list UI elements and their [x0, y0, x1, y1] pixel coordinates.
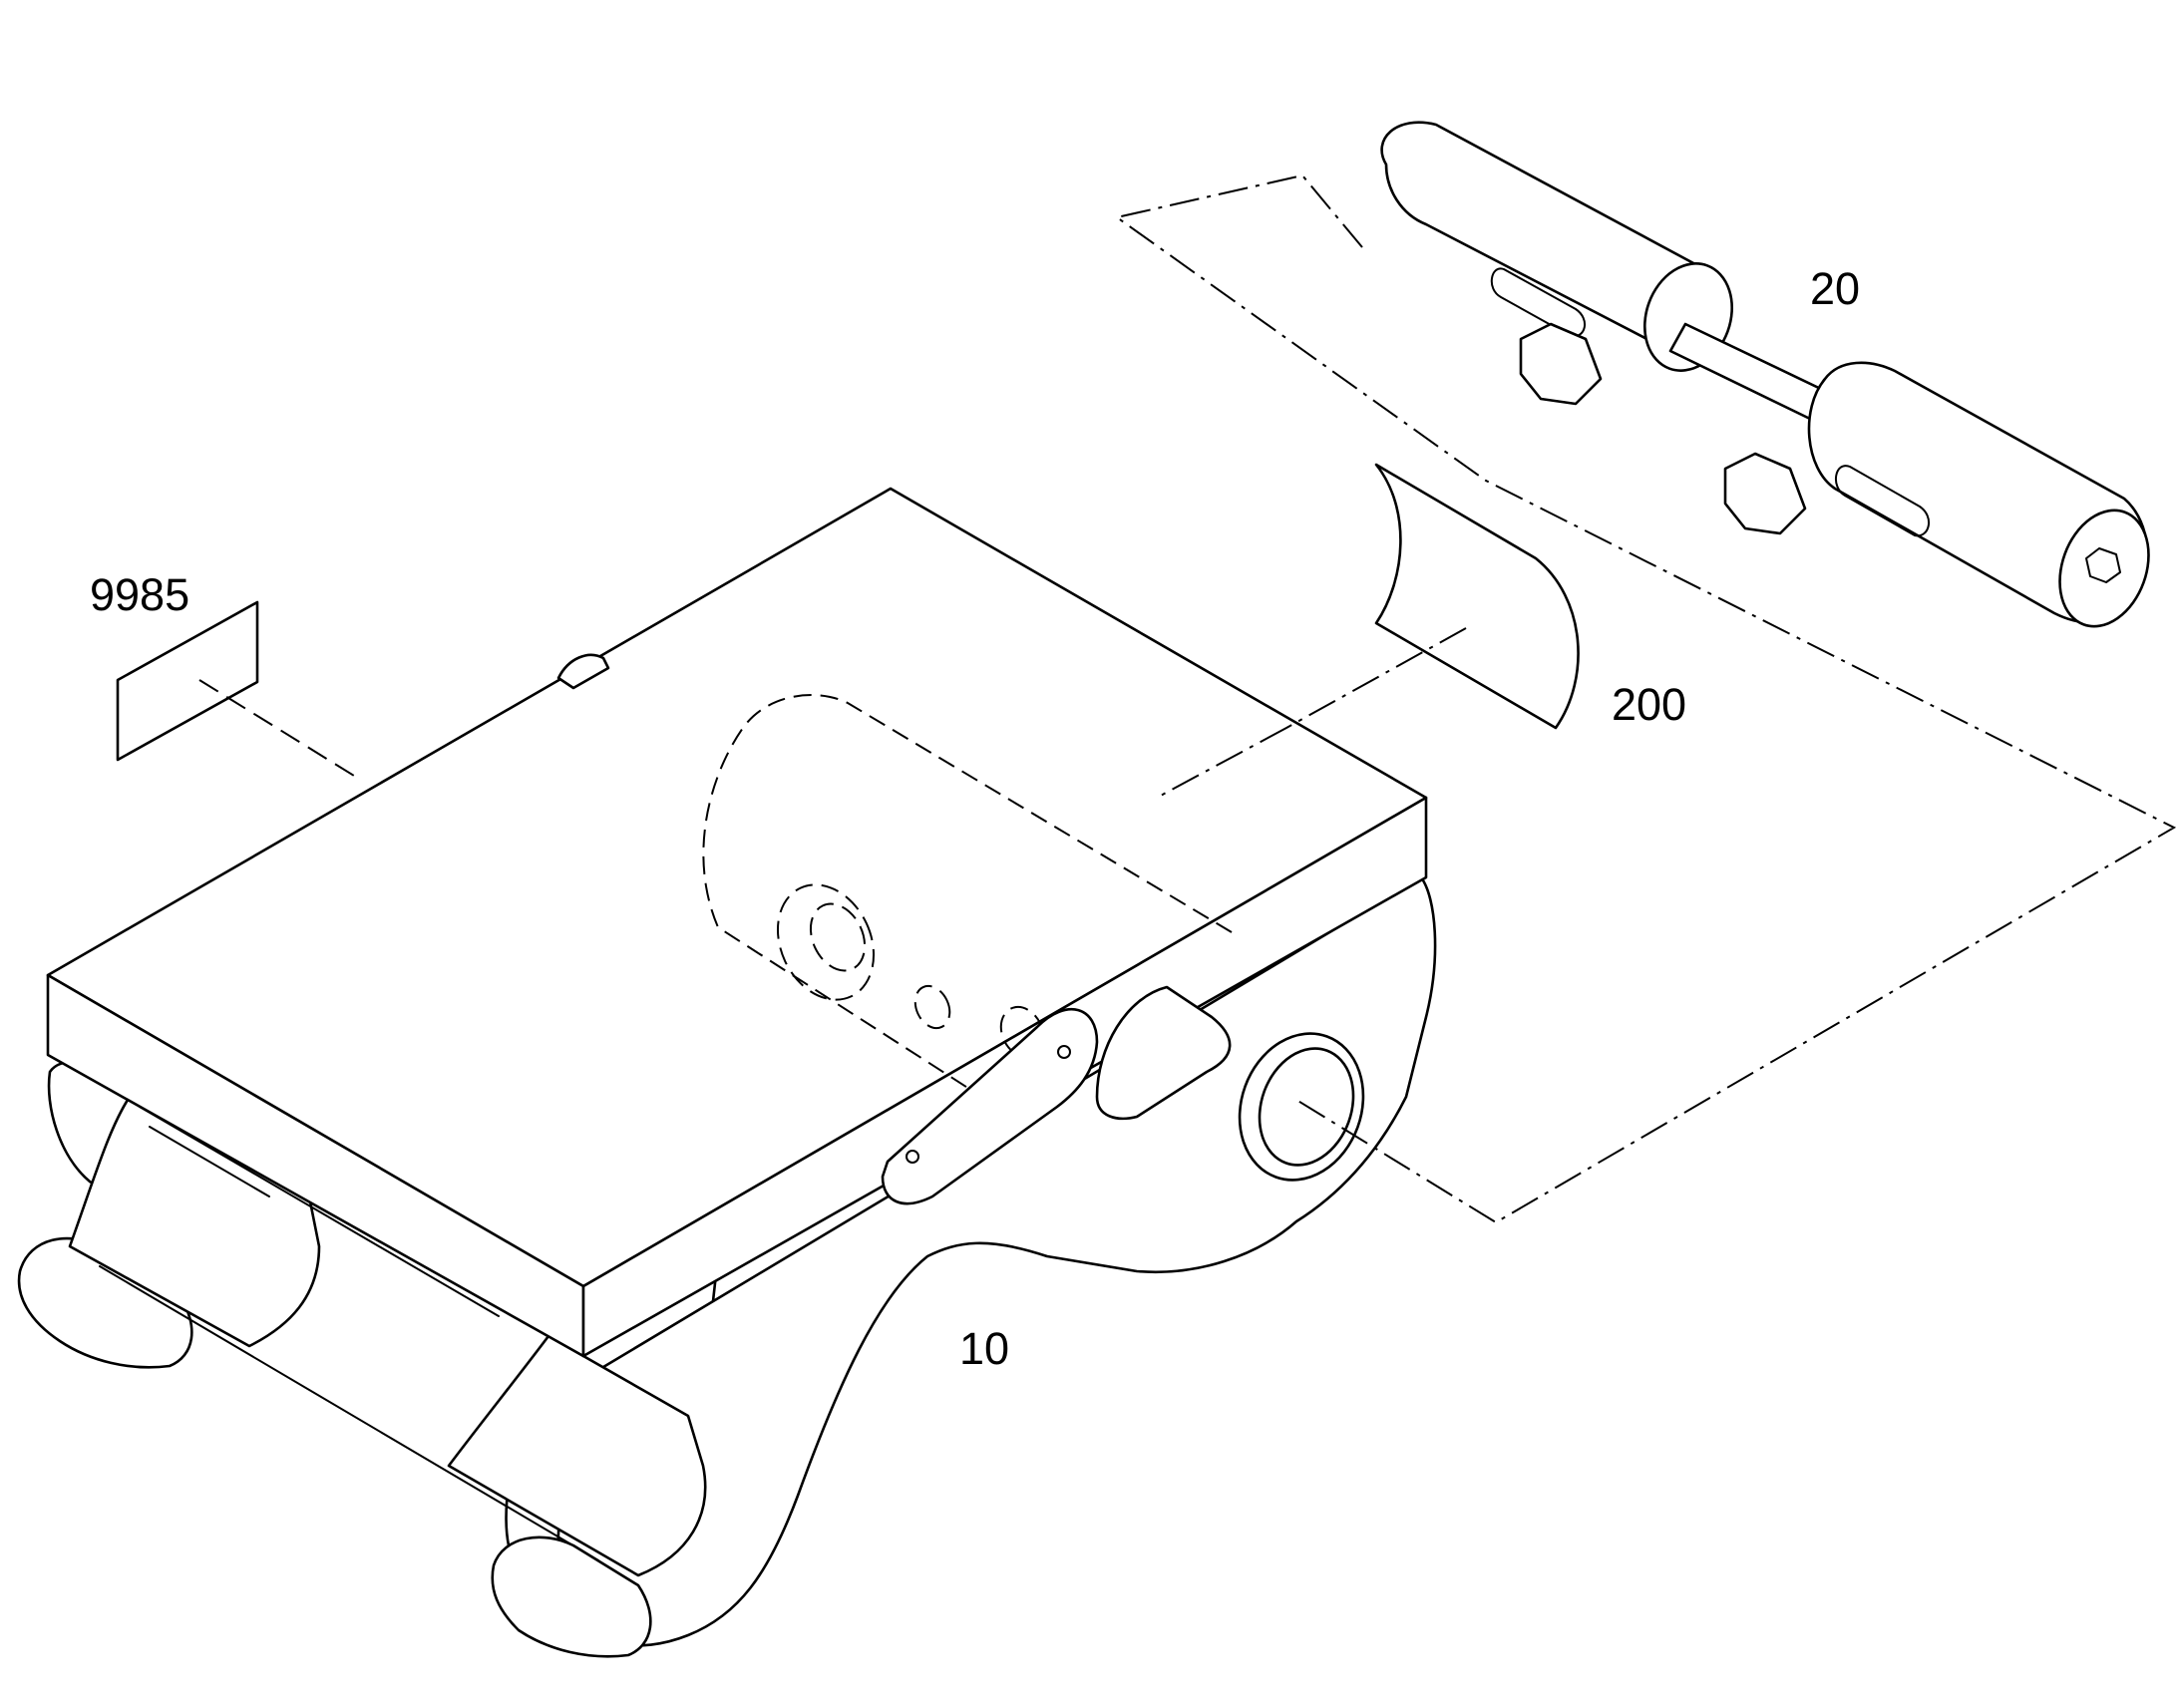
hidden-hole-large-inner	[809, 902, 867, 972]
cover-screw-right	[1057, 1045, 1071, 1059]
hidden-internal-bore	[702, 694, 1233, 1108]
tube-edge-line-1	[149, 1126, 270, 1197]
side-oval-cover	[881, 1008, 1099, 1205]
hidden-hole-large-outer	[776, 883, 876, 1001]
hex-socket	[2085, 547, 2121, 583]
wedge-lug	[1095, 985, 1232, 1121]
lower-cylinder-slot	[1835, 465, 1930, 537]
centerline-200	[1156, 627, 1467, 799]
label-20: 20	[1810, 263, 1860, 314]
centerline-20	[1114, 173, 2177, 1224]
part-10-bracket-body	[17, 487, 1437, 1658]
tube-edge-line-3	[139, 1106, 500, 1317]
lower-right-hook	[491, 1536, 652, 1658]
shim-plate	[1374, 463, 1580, 730]
label-9985: 9985	[90, 569, 189, 620]
upper-hex-bolt	[1519, 322, 1603, 406]
lower-left-hook	[17, 1236, 193, 1369]
rear-lug	[556, 653, 610, 690]
connecting-shaft	[1668, 322, 1827, 421]
part-20-pin-assembly	[1380, 121, 2150, 628]
lower-cylinder-end	[2058, 509, 2150, 628]
tube-edge-line-2	[99, 1265, 599, 1561]
cover-screw-left	[906, 1150, 919, 1164]
hidden-hole-small	[913, 984, 951, 1030]
part-9985-label-plate	[116, 600, 259, 762]
label-10: 10	[959, 1323, 1009, 1374]
part-200-curved-shim	[1374, 463, 1580, 730]
lower-hex-bolt	[1723, 452, 1807, 535]
lower-right-tube	[447, 1334, 707, 1577]
label-200: 200	[1612, 679, 1686, 730]
